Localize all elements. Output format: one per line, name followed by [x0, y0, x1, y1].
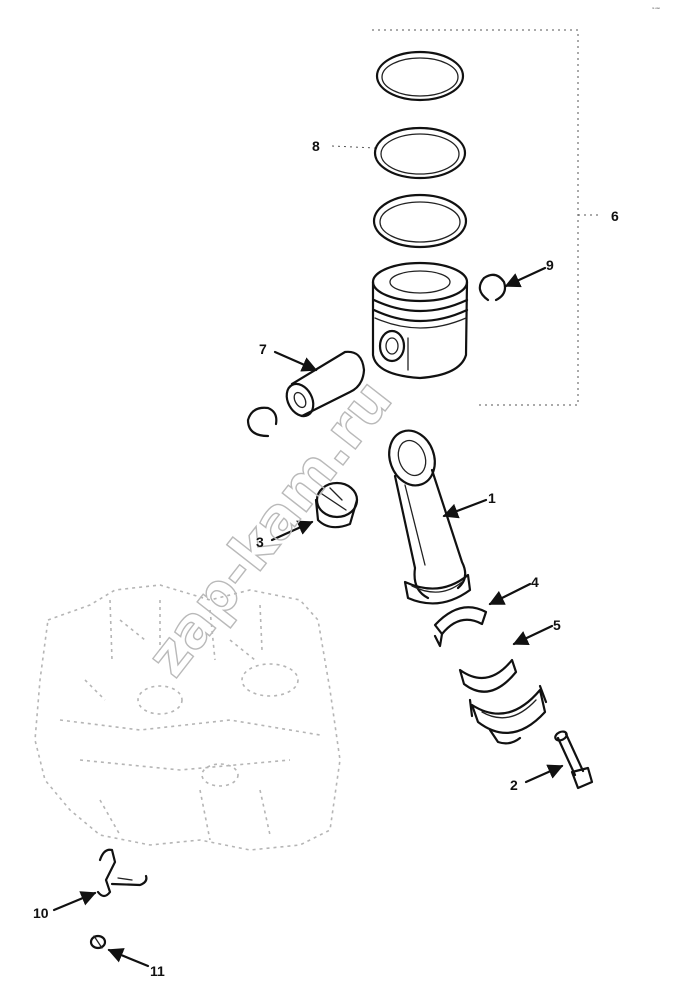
callout-5: 5 — [553, 617, 561, 633]
engine-block-outline — [34, 584, 341, 851]
callout-11: 11 — [150, 963, 165, 979]
leader-lines — [52, 145, 564, 968]
piston-pin-retainer-right — [478, 273, 507, 302]
piston-pin-retainer-left — [246, 406, 278, 438]
piston-cooling-nozzle — [96, 848, 148, 898]
piston-pin — [285, 350, 366, 418]
callout-8: 8 — [312, 138, 320, 154]
callout-9: 9 — [546, 257, 554, 273]
piston-assembly-bracket — [372, 29, 579, 406]
callout-2: 2 — [510, 777, 518, 793]
callout-10: 10 — [33, 905, 49, 921]
corner-mark: ᵐ ᵒᵒᵒ — [652, 6, 660, 11]
piston-ring-top — [375, 50, 465, 102]
connecting-rod — [388, 429, 472, 605]
cooling-nozzle-screw — [89, 934, 107, 950]
connecting-rod-bushing — [314, 481, 359, 529]
callout-1: 1 — [488, 490, 496, 506]
callout-4: 4 — [531, 574, 539, 590]
callout-7: 7 — [259, 341, 267, 357]
bearing-shell-lower — [458, 658, 518, 693]
connecting-rod-cap — [468, 684, 548, 745]
bearing-shell-upper — [433, 606, 488, 636]
rod-cap-bolt — [554, 730, 594, 790]
callout-3: 3 — [256, 534, 264, 550]
piston-ring-middle — [373, 126, 467, 180]
callout-6: 6 — [611, 208, 619, 224]
piston — [371, 261, 469, 380]
watermark: zap-kam.ru — [135, 368, 405, 688]
piston-ring-oil — [372, 193, 468, 249]
